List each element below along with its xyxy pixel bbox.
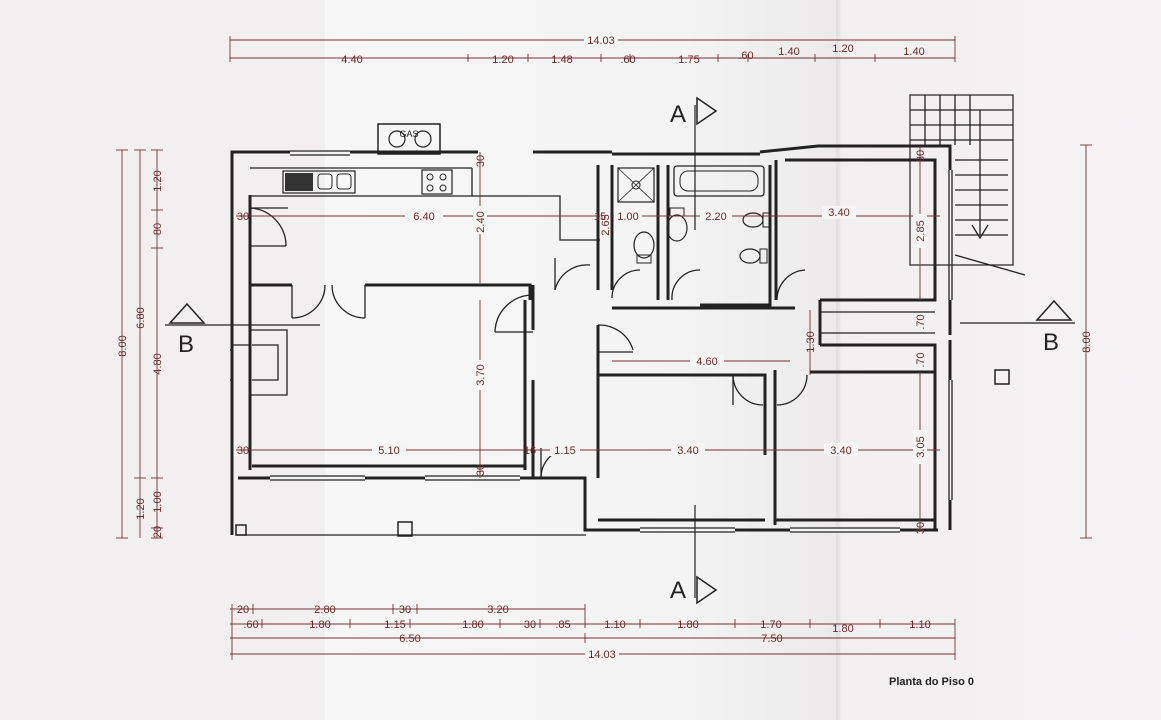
dim-kitchen-w: 6.40 <box>413 211 434 223</box>
drawing-title: Planta do Piso 0 <box>889 676 974 688</box>
dim-left-stack-4: 1.00 <box>152 491 164 512</box>
dim-top-2: 1.20 <box>492 54 513 66</box>
dim-top-3: 1.48 <box>551 54 572 66</box>
dim-bottom2-11: 1.10 <box>909 619 930 631</box>
dim-hall-h: 1.30 <box>805 331 817 352</box>
dim-left-mid-b: 4.80 <box>152 353 164 374</box>
dim-t70b: .70 <box>915 352 927 367</box>
dim-left-stack-2: 80 <box>152 223 164 235</box>
dim-bottom1-1: 20 <box>237 604 249 616</box>
dim-left-mid: 6.80 <box>135 307 147 328</box>
walls <box>230 94 1026 537</box>
dim-top-7: 1.40 <box>778 46 799 58</box>
dim-t30f: 30 <box>915 522 927 534</box>
dim-bottom2-8: 1.80 <box>677 619 698 631</box>
section-b-right: B <box>1043 329 1059 356</box>
paper-fold-shadow <box>836 0 842 720</box>
bottom-dimensions: 20 2.80 30 3.20 .60 1.80 1.15 1.80 30 .8… <box>230 604 956 661</box>
paper-right-panel <box>840 0 1161 720</box>
top-dimensions: 14.03 4.40 1.20 1.48 .60 1.75 .60 1.40 1… <box>229 33 956 66</box>
dim-t115: 1.15 <box>554 445 575 457</box>
dim-right-outer: 8.00 <box>1081 331 1093 352</box>
section-a-top: A <box>670 101 686 128</box>
dim-t30a: 30 <box>237 211 249 223</box>
dim-kitchen-h: 2.40 <box>475 211 487 232</box>
dim-bottom2-5: 30 <box>524 619 536 631</box>
dim-left-stack-1: 1.20 <box>152 170 164 191</box>
left-dimensions: 8.00 6.80 4.80 1.20 80 1.20 1.00 20 <box>116 149 164 539</box>
dim-bottom1-2: 2.80 <box>314 604 335 616</box>
dim-top-1: 4.40 <box>341 54 362 66</box>
dim-bottom2-1: .60 <box>243 619 258 631</box>
dim-top-6: .60 <box>738 50 753 62</box>
label-gas: GAS <box>399 129 418 139</box>
dim-hall-w: 4.60 <box>696 356 717 368</box>
dim-bottom2-3: 1.15 <box>384 619 405 631</box>
dim-living-w: 5.10 <box>378 445 399 457</box>
paper-middle-panel <box>325 0 840 720</box>
dim-wc-h: 2.65 <box>600 214 612 235</box>
dim-bottom2-6: .85 <box>555 619 570 631</box>
dim-t30e: 30 <box>237 445 249 457</box>
dim-room2-w: 3.40 <box>677 445 698 457</box>
section-a-bottom: A <box>670 577 686 604</box>
dim-t70a: .70 <box>915 314 927 329</box>
interior-dimensions: 6.40 30 30 2.40 2.65 15 1.00 2.20 3.40 3… <box>236 146 940 534</box>
paper-left-panel <box>0 0 325 720</box>
fixtures: GAS <box>282 123 1010 385</box>
dim-bottom2-7: 1.10 <box>604 619 625 631</box>
door-swings <box>249 207 808 479</box>
dim-t30b: 30 <box>475 155 487 167</box>
dim-t16: 16 <box>524 445 536 457</box>
dim-bottom1-3: 30 <box>399 604 411 616</box>
dim-top-9: 1.40 <box>903 46 924 58</box>
dim-t15: 15 <box>594 211 606 223</box>
dim-top-5: 1.75 <box>678 54 699 66</box>
dim-room3-w: 3.40 <box>830 445 851 457</box>
dim-left-stack-5: 20 <box>152 526 164 538</box>
dim-top-8: 1.20 <box>832 43 853 55</box>
dim-room1-w: 3.40 <box>828 207 849 219</box>
dim-bottom2-4: 1.80 <box>462 619 483 631</box>
dim-bottom3-1: 6.50 <box>399 633 420 645</box>
dim-top-total: 14.03 <box>587 35 615 47</box>
dim-room1-h: 2.85 <box>915 220 927 241</box>
dim-left-stack-3: 1.20 <box>135 498 147 519</box>
section-markers: A A B B <box>165 96 1075 605</box>
dim-wc-w: 1.00 <box>617 211 638 223</box>
dim-room3-h: 3.05 <box>915 436 927 457</box>
dim-bottom2-2: 1.80 <box>309 619 330 631</box>
dim-t30c: 30 <box>915 150 927 162</box>
dim-bottom3-2: 7.50 <box>761 633 782 645</box>
right-dimension: 8.00 <box>1080 144 1093 539</box>
dim-top-4: .60 <box>620 54 635 66</box>
dim-bottom1-4: 3.20 <box>487 604 508 616</box>
dim-bottom-total: 14.03 <box>588 649 616 661</box>
dim-living-h: 3.70 <box>475 364 487 385</box>
dim-bottom2-9: 1.70 <box>760 619 781 631</box>
dim-t30d: 30 <box>475 464 487 476</box>
dim-bath-w: 2.20 <box>705 211 726 223</box>
dim-bottom2-10: 1.80 <box>832 623 853 635</box>
dim-left-outer: 8.00 <box>117 335 129 356</box>
section-b-left: B <box>178 331 194 358</box>
